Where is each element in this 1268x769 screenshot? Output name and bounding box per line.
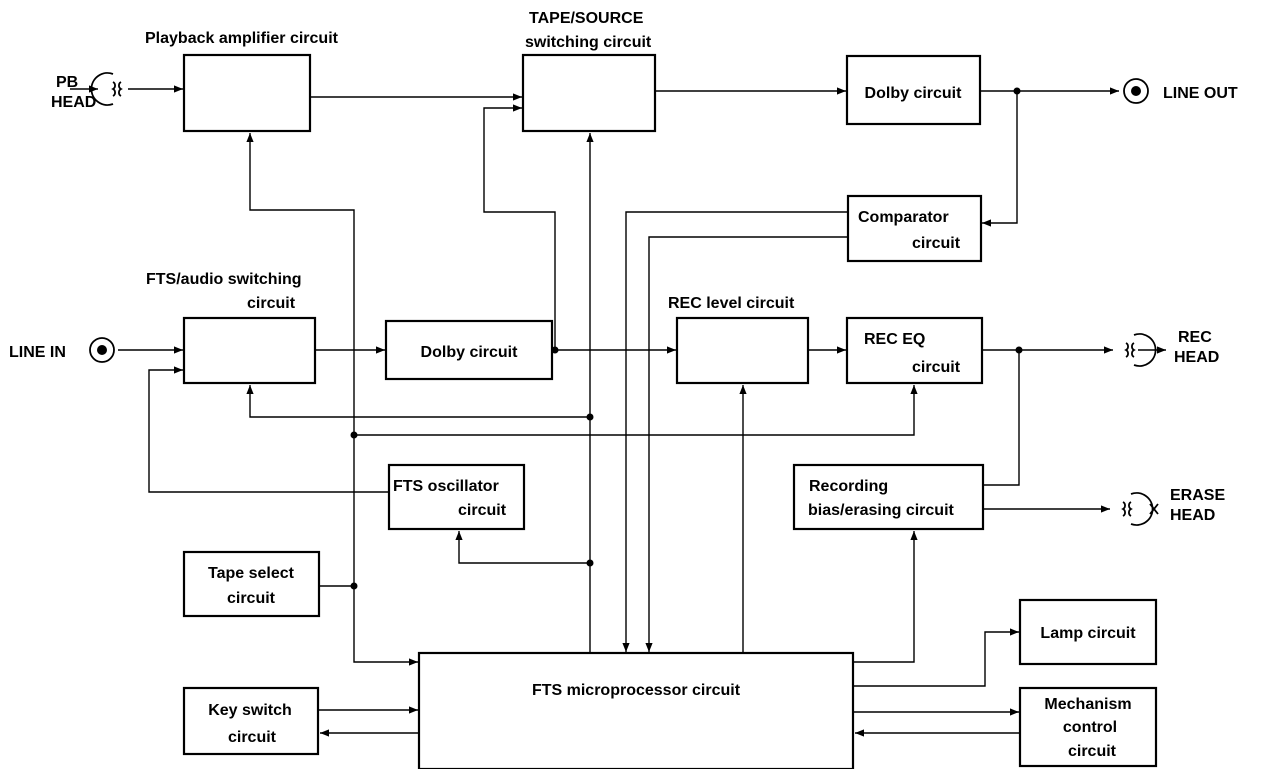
rec-head-label-line2: HEAD <box>1174 349 1219 366</box>
fts-oscillator-label-line2: circuit <box>458 502 507 519</box>
erase-head-label-line2: HEAD <box>1170 507 1215 524</box>
key-switch-label-line2: circuit <box>228 729 277 746</box>
block-lamp: Lamp circuit <box>1018 598 1158 666</box>
line-out-label: LINE OUT <box>1163 85 1238 102</box>
block-fts-microprocessor: FTS microprocessor circuit <box>417 651 855 769</box>
block-rec-level: REC level circuit <box>668 295 810 385</box>
erase-head-label-line1: ERASE <box>1170 487 1225 504</box>
signal-wires <box>118 85 1119 737</box>
rec-eq-label-line2: circuit <box>912 359 961 376</box>
block-tape-source-switching: TAPE/SOURCE switching circuit <box>521 10 657 133</box>
pb-head-icon: PB HEAD <box>51 72 123 111</box>
line-in-label: LINE IN <box>9 344 66 361</box>
microprocessor-label: FTS microprocessor circuit <box>532 682 741 699</box>
mechanism-label-line2: control <box>1063 719 1117 736</box>
block-fts-oscillator: FTS oscillator circuit <box>387 463 526 531</box>
block-recording-bias-erasing: Recording bias/erasing circuit <box>792 463 985 531</box>
dolby-out-label: Dolby circuit <box>865 85 963 102</box>
tape-source-label-line2: switching circuit <box>525 34 652 51</box>
block-dolby-in: Dolby circuit <box>384 319 554 381</box>
comparator-label-line2: circuit <box>912 235 961 252</box>
erase-head-icon: ERASE HEAD <box>1121 487 1225 526</box>
block-dolby-out: Dolby circuit <box>845 54 982 126</box>
playback-amplifier-label: Playback amplifier circuit <box>145 30 339 47</box>
mechanism-label-line1: Mechanism <box>1044 696 1131 713</box>
block-rec-eq: REC EQ circuit <box>845 316 984 385</box>
pb-head-label-line1: PB <box>56 74 78 91</box>
line-in-jack-icon: LINE IN <box>9 337 115 363</box>
fts-audio-label-line2: circuit <box>247 295 296 312</box>
rec-level-label: REC level circuit <box>668 295 795 312</box>
rec-head-label-line1: REC <box>1178 329 1212 346</box>
lamp-label: Lamp circuit <box>1040 625 1136 642</box>
mechanism-label-line3: circuit <box>1068 743 1117 760</box>
dolby-in-label: Dolby circuit <box>421 344 519 361</box>
recording-bias-label-line1: Recording <box>809 478 888 495</box>
block-playback-amplifier: Playback amplifier circuit <box>145 30 339 133</box>
rec-eq-label-line1: REC EQ <box>864 331 925 348</box>
tape-source-label-line1: TAPE/SOURCE <box>529 10 644 27</box>
tape-select-label-line2: circuit <box>227 590 276 607</box>
fts-oscillator-label-line1: FTS oscillator <box>393 478 499 495</box>
tape-select-label-line1: Tape select <box>208 565 295 582</box>
key-switch-label-line1: Key switch <box>208 702 292 719</box>
block-fts-audio-switching: FTS/audio switching circuit <box>146 271 317 385</box>
block-comparator: Comparator circuit <box>846 194 983 263</box>
fts-audio-label-line1: FTS/audio switching <box>146 271 302 288</box>
recording-bias-label-line2: bias/erasing circuit <box>808 502 955 519</box>
rec-head-icon: REC HEAD <box>1124 329 1219 367</box>
pb-head-label-line2: HEAD <box>51 94 96 111</box>
line-out-jack-icon: LINE OUT <box>1123 78 1238 104</box>
block-mechanism-control: Mechanism control circuit <box>1018 686 1158 768</box>
block-tape-select: Tape select circuit <box>182 550 321 618</box>
block-key-switch: Key switch circuit <box>182 686 320 756</box>
comparator-label-line1: Comparator <box>858 209 949 226</box>
